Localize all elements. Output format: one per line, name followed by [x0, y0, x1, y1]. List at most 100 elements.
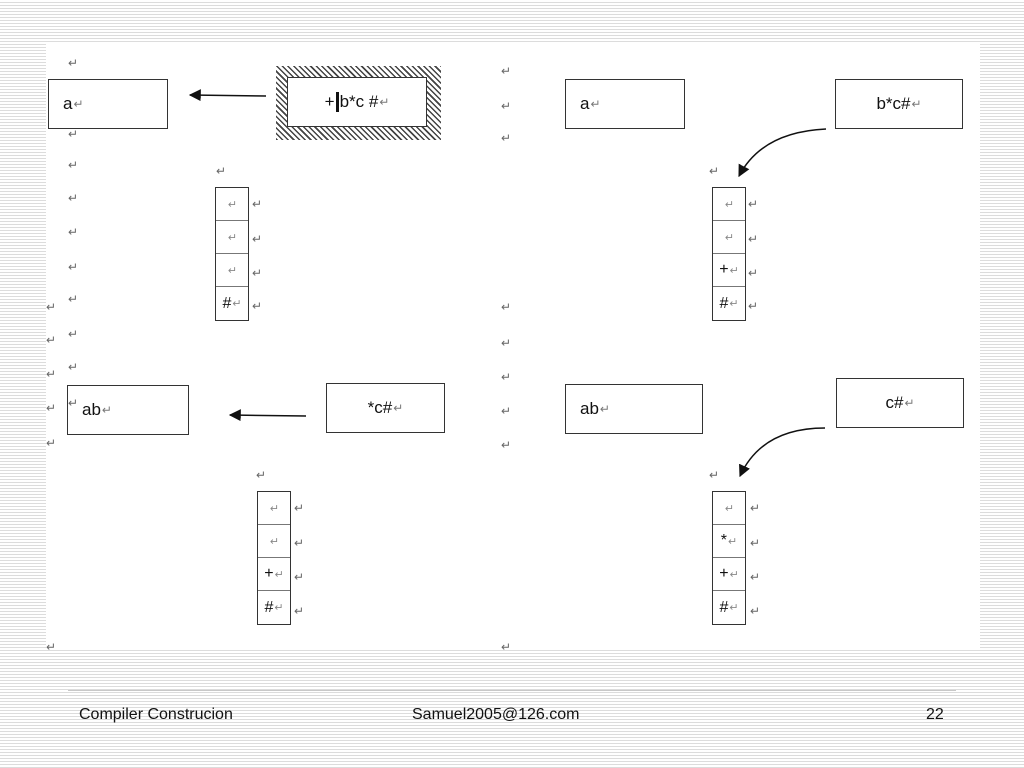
return-mark: ↵	[501, 131, 512, 145]
return-mark: ↵	[252, 197, 263, 211]
result-box-top-right: a↵	[565, 79, 685, 129]
stack-cell: #↵	[222, 294, 242, 312]
result-box-bottom-left: ab↵	[67, 385, 189, 435]
stack-cell: ↵	[258, 492, 290, 525]
return-mark: ↵	[393, 401, 404, 415]
stack-cell: ↵	[258, 525, 290, 558]
return-mark: ↵	[46, 367, 57, 381]
return-mark: ↵	[750, 501, 761, 515]
return-mark: ↵	[750, 570, 761, 584]
return-mark: ↵	[709, 468, 720, 482]
input-box-bottom-right: c#↵	[836, 378, 964, 428]
return-mark: ↵	[748, 299, 759, 313]
input-text: c#	[885, 393, 904, 412]
return-mark: ↵	[46, 401, 57, 415]
footer-email: Samuel2005@126.com	[412, 706, 580, 723]
slide-content	[46, 44, 980, 650]
footer-divider	[68, 690, 956, 691]
stack-cell: ↵	[713, 492, 745, 525]
return-mark: ↵	[68, 56, 79, 70]
return-mark: ↵	[294, 570, 305, 584]
arrow-bottom-right	[739, 427, 826, 478]
stack-cell: *↵	[713, 525, 745, 558]
return-mark: ↵	[904, 396, 915, 410]
stack-cell: #↵	[264, 598, 284, 616]
result-text: a	[63, 94, 73, 113]
stack-cell: #↵	[719, 598, 739, 616]
return-mark: ↵	[294, 501, 305, 515]
return-mark: ↵	[501, 99, 512, 113]
stack-cell: ↵	[216, 221, 248, 254]
stack-cell: #↵	[719, 294, 739, 312]
text-cursor	[335, 92, 339, 112]
stack-cell: +↵	[713, 558, 745, 591]
return-mark: ↵	[748, 197, 759, 211]
return-mark: ↵	[501, 64, 512, 78]
return-mark: ↵	[216, 164, 227, 178]
arrow-top-left	[188, 89, 267, 102]
result-box-top-left: a↵	[48, 79, 168, 129]
return-mark: ↵	[501, 300, 512, 314]
stack-cell: ↵	[713, 188, 745, 221]
return-mark: ↵	[46, 300, 57, 314]
return-mark: ↵	[501, 336, 512, 350]
return-mark: ↵	[590, 97, 601, 111]
return-mark: ↵	[73, 97, 84, 111]
return-mark: ↵	[709, 164, 720, 178]
input-text: *c#	[367, 398, 393, 417]
return-mark: ↵	[256, 468, 267, 482]
return-mark: ↵	[68, 396, 79, 410]
return-mark: ↵	[294, 536, 305, 550]
return-mark: ↵	[68, 127, 79, 141]
return-mark: ↵	[252, 232, 263, 246]
return-mark: ↵	[379, 95, 390, 109]
return-mark: ↵	[68, 360, 79, 374]
return-mark: ↵	[750, 604, 761, 618]
return-mark: ↵	[750, 536, 761, 550]
return-mark: ↵	[46, 333, 57, 347]
return-mark: ↵	[68, 327, 79, 341]
return-mark: ↵	[68, 225, 79, 239]
return-mark: ↵	[748, 232, 759, 246]
input-box-top-right: b*c#↵	[835, 79, 963, 129]
return-mark: ↵	[501, 438, 512, 452]
return-mark: ↵	[294, 604, 305, 618]
page-number: 22	[926, 706, 944, 723]
input-text: b*c#	[876, 94, 911, 113]
return-mark: ↵	[68, 260, 79, 274]
stack-bottom-left: ↵ ↵ +↵ #↵	[257, 491, 291, 625]
stack-bottom-right: ↵ *↵ +↵ #↵	[712, 491, 746, 625]
input-text-before-cursor: +	[324, 92, 335, 111]
return-mark: ↵	[501, 640, 512, 654]
result-text: ab	[580, 399, 599, 418]
result-box-bottom-right: ab↵	[565, 384, 703, 434]
result-text: ab	[82, 400, 101, 419]
return-mark: ↵	[501, 370, 512, 384]
return-mark: ↵	[68, 158, 79, 172]
result-text: a	[580, 94, 590, 113]
return-mark: ↵	[501, 404, 512, 418]
stack-top-left: ↵ ↵ ↵ #↵	[215, 187, 249, 321]
arrow-top-right	[738, 128, 827, 178]
return-mark: ↵	[252, 299, 263, 313]
return-mark: ↵	[101, 403, 112, 417]
stack-cell: ↵	[216, 188, 248, 221]
return-mark: ↵	[599, 402, 610, 416]
return-mark: ↵	[46, 436, 57, 450]
stack-top-right: ↵ ↵ +↵ #↵	[712, 187, 746, 321]
stack-cell: ↵	[216, 254, 248, 287]
return-mark: ↵	[911, 97, 922, 111]
footer-title: Compiler Construcion	[79, 706, 233, 723]
return-mark: ↵	[252, 266, 263, 280]
stack-cell: +↵	[713, 254, 745, 287]
stack-cell: +↵	[258, 558, 290, 591]
arrow-bottom-left	[228, 409, 307, 422]
return-mark: ↵	[68, 191, 79, 205]
return-mark: ↵	[46, 640, 57, 654]
return-mark: ↵	[748, 266, 759, 280]
input-box-top-left: +b*c #↵	[287, 77, 427, 127]
return-mark: ↵	[68, 292, 79, 306]
input-box-bottom-left: *c#↵	[326, 383, 445, 433]
stack-cell: ↵	[713, 221, 745, 254]
